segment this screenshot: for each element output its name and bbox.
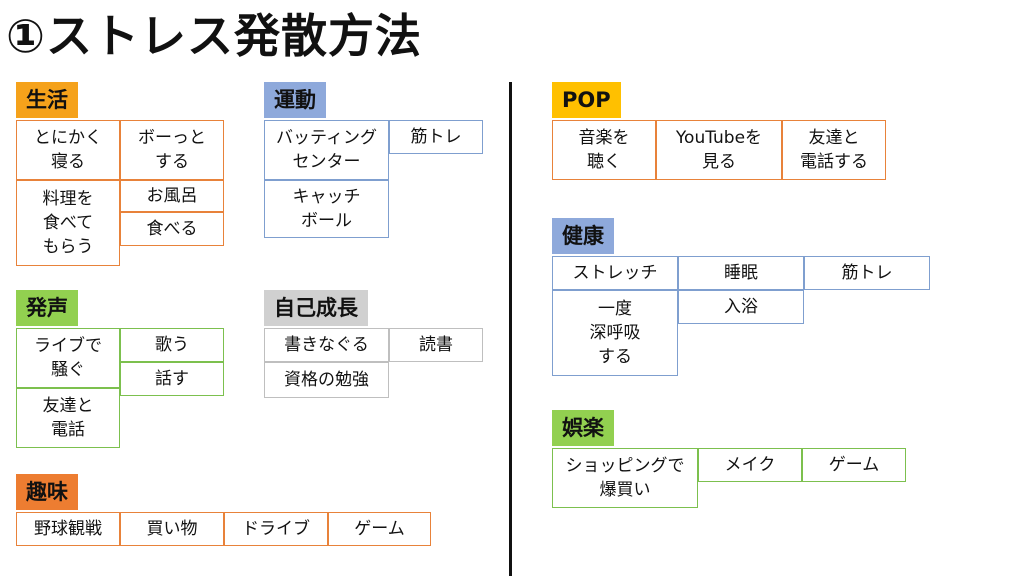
item-utau: 歌う — [120, 328, 224, 362]
item-ichido-shinkokyuu: 一度 深呼吸 する — [552, 290, 678, 376]
page-title: ①ストレス発散方法 — [6, 9, 422, 63]
item-batting-center: バッティング センター — [264, 120, 389, 180]
group-header-jikoseichou: 自己成長 — [264, 290, 368, 326]
item-kintore: 筋トレ — [389, 120, 483, 154]
item-tonikaku-neru: とにかく 寝る — [16, 120, 120, 180]
item-suimin: 睡眠 — [678, 256, 804, 290]
column-divider — [509, 82, 512, 576]
group-header-seikatsu: 生活 — [16, 82, 78, 118]
item-bootto-suru: ボーっと する — [120, 120, 224, 180]
item-make: メイク — [698, 448, 802, 482]
group-header-hassei: 発声 — [16, 290, 78, 326]
item-youtube-miru: YouTubeを 見る — [656, 120, 782, 180]
group-header-pop: POP — [552, 82, 621, 118]
item-tomodachi-denwa: 友達と 電話 — [16, 388, 120, 448]
item-kaimono: 買い物 — [120, 512, 224, 546]
item-catch-ball: キャッチ ボール — [264, 180, 389, 238]
group-header-kenkou: 健康 — [552, 218, 614, 254]
item-kintore-kenkou: 筋トレ — [804, 256, 930, 290]
item-dokusho: 読書 — [389, 328, 483, 362]
item-taberu: 食べる — [120, 212, 224, 246]
item-hanasu: 話す — [120, 362, 224, 396]
item-shikaku-benkyou: 資格の勉強 — [264, 362, 389, 398]
item-game-goraku: ゲーム — [802, 448, 906, 482]
item-kakinaguru: 書きなぐる — [264, 328, 389, 362]
item-nyuuyoku: 入浴 — [678, 290, 804, 324]
group-header-shumi: 趣味 — [16, 474, 78, 510]
group-header-undou: 運動 — [264, 82, 326, 118]
item-ongaku-kiku: 音楽を 聴く — [552, 120, 656, 180]
item-ryouri-tabete-morau: 料理を 食べて もらう — [16, 180, 120, 266]
item-ofuro: お風呂 — [120, 180, 224, 212]
item-game-shumi: ゲーム — [328, 512, 431, 546]
item-live-sawagu: ライブで 騒ぐ — [16, 328, 120, 388]
group-header-goraku: 娯楽 — [552, 410, 614, 446]
item-tomodachi-denwa-suru: 友達と 電話する — [782, 120, 886, 180]
item-yakyuu-kansen: 野球観戦 — [16, 512, 120, 546]
item-drive: ドライブ — [224, 512, 328, 546]
item-stretch: ストレッチ — [552, 256, 678, 290]
item-shopping-bakugai: ショッピングで 爆買い — [552, 448, 698, 508]
